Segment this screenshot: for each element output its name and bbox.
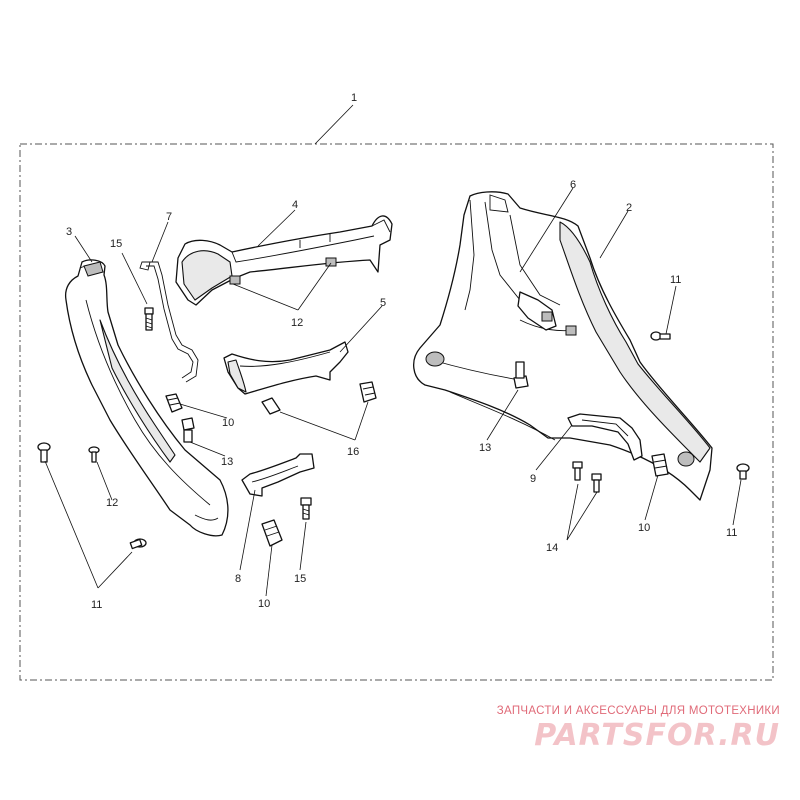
callout-13-right: 13 bbox=[479, 442, 491, 454]
callout-11-right-top: 11 bbox=[670, 274, 681, 286]
callout-9: 9 bbox=[530, 473, 536, 485]
callout-5: 5 bbox=[380, 297, 386, 309]
callout-11-left: 11 bbox=[91, 599, 102, 611]
callout-10-center: 10 bbox=[258, 598, 270, 610]
part-12-screw-left bbox=[88, 446, 100, 463]
part-13-bolt-left bbox=[181, 417, 195, 443]
part-8-lower-bracket bbox=[241, 453, 315, 497]
part-4-upper-trim bbox=[175, 215, 393, 306]
callout-10-right: 10 bbox=[638, 522, 650, 534]
callout-1: 1 bbox=[351, 92, 357, 104]
callout-7: 7 bbox=[166, 211, 172, 223]
callout-3: 3 bbox=[66, 226, 72, 238]
callout-2: 2 bbox=[626, 202, 632, 214]
callout-labels: 1 2 3 4 5 6 7 8 9 10 10 10 11 11 11 12 1… bbox=[66, 92, 737, 611]
part-9-bracket bbox=[567, 413, 643, 461]
part-11-rivet-left-b bbox=[129, 538, 147, 550]
part-11-rivet-right-a bbox=[650, 331, 671, 341]
callout-16: 16 bbox=[347, 446, 359, 458]
callout-14: 14 bbox=[546, 542, 558, 554]
part-10-clip-center bbox=[261, 519, 283, 547]
part-5-mid-trim bbox=[223, 341, 349, 395]
callout-12-upper: 12 bbox=[291, 317, 303, 329]
part-6-inner-bracket bbox=[517, 291, 577, 336]
callout-4: 4 bbox=[292, 199, 298, 211]
watermark-tagline: ЗАПЧАСТИ И АКСЕССУАРЫ ДЛЯ МОТОТЕХНИКИ bbox=[496, 705, 780, 717]
part-11-rivet-right-b bbox=[736, 463, 750, 480]
callout-13-left: 13 bbox=[221, 456, 233, 468]
part-3-left-side-panel bbox=[64, 259, 229, 537]
callout-8: 8 bbox=[235, 573, 241, 585]
part-15-bolt-center bbox=[300, 497, 312, 520]
callout-12-left: 12 bbox=[106, 497, 118, 509]
part-2-right-side-panel bbox=[413, 191, 713, 501]
part-16-clip-b bbox=[261, 397, 281, 415]
part-7-wire-bracket bbox=[139, 261, 199, 383]
part-14-screw-b bbox=[591, 473, 602, 493]
callout-6: 6 bbox=[570, 179, 576, 191]
leader-lines bbox=[44, 104, 742, 597]
assembly-frame bbox=[19, 143, 774, 681]
callout-10-left: 10 bbox=[222, 417, 234, 429]
part-15-bolt-left bbox=[144, 307, 154, 331]
part-13-bolt-right bbox=[513, 361, 529, 389]
callout-15-center: 15 bbox=[294, 573, 306, 585]
callout-11-right-bottom: 11 bbox=[726, 527, 737, 539]
part-11-rivet-left-a bbox=[37, 442, 51, 463]
callout-15-left: 15 bbox=[110, 238, 122, 250]
part-10-clip-right bbox=[651, 453, 669, 477]
part-16-clip-a bbox=[359, 381, 377, 403]
part-10-clip-left bbox=[165, 393, 183, 413]
watermark-logo: PARTSFOR.RU bbox=[534, 718, 780, 753]
part-14-screw-a bbox=[572, 461, 583, 481]
